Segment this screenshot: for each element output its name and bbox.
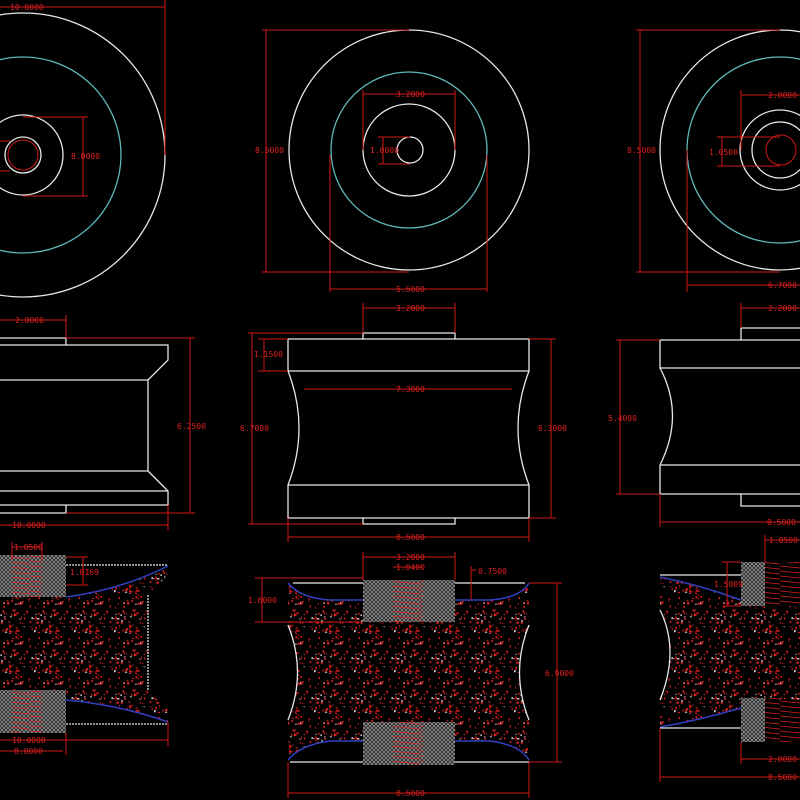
dim-width: 10.0000 — [12, 736, 46, 745]
dim-insert: 2.0000 — [768, 755, 797, 764]
dim-thread: 1.0500 — [14, 543, 43, 552]
dim-hub: 3.2000 — [396, 304, 425, 313]
dim-hub: 3.2000 — [396, 90, 425, 99]
section-fill — [660, 577, 800, 727]
dim-height: 8.5000 — [255, 146, 284, 155]
dim-hub: 8.0000 — [71, 152, 100, 161]
section-view-right: 1.0500 1.5009 2.0000 8.5000 — [659, 535, 800, 782]
dim-flange: 1.1500 — [254, 350, 283, 359]
dim-height: 6.3000 — [538, 424, 567, 433]
bore-circle — [4, 136, 42, 174]
section-fill — [288, 583, 529, 760]
dim-height: 6.9000 — [545, 669, 574, 678]
bore-red-circle — [7, 139, 39, 171]
dim-recess: 0.7500 — [478, 567, 507, 576]
dim-width: 8.5000 — [767, 518, 796, 527]
dim-overall: 10.0000 — [10, 3, 44, 12]
dim-width: 8.5000 — [396, 533, 425, 542]
dim-bore: 1.0500 — [709, 148, 738, 157]
hub-circle — [0, 114, 64, 196]
side-view-right: 2.2000 5.4000 8.5000 — [608, 303, 800, 527]
dim-width: 8.5000 — [768, 773, 797, 782]
dim-insert: 8.0000 — [14, 747, 43, 756]
dim-tread: 6.7000 — [768, 281, 797, 290]
dim-hub: 2.0000 — [15, 316, 44, 325]
dim-depth: 1.0169 — [70, 568, 99, 577]
dim-height: 5.4000 — [608, 414, 637, 423]
dim-tread: 5.5000 — [396, 285, 425, 294]
dim-waist: 7.3000 — [396, 385, 425, 394]
dim-bore: 1.0000 — [370, 146, 399, 155]
top-view-right: 8.5000 2.0000 1.0500 6.7000 — [627, 29, 800, 292]
dim-height: 8.5000 — [627, 146, 656, 155]
top-view-left: 10.0000 8.0000 — [0, 0, 166, 298]
side-view-left: 2.0000 6.2500 10.0000 — [0, 315, 206, 530]
section-view-center: 3.2000 1.0400 0.7500 1.6000 6.9000 8.500… — [248, 552, 574, 798]
dim-hub: 3.2000 — [396, 553, 425, 562]
dim-overall-height: 6.7000 — [240, 424, 269, 433]
tread-circle — [0, 56, 122, 254]
section-view-left: 1.0500 1.0169 10.0000 8.0000 — [0, 542, 169, 756]
dimension-lines — [0, 0, 166, 197]
dim-thread: 1.0500 — [769, 536, 798, 545]
side-view-center: 3.2000 1.1500 7.3000 6.7000 6.3000 8.500… — [240, 303, 567, 542]
dim-height: 6.2500 — [177, 422, 206, 431]
dim-hub: 2.0000 — [768, 91, 797, 100]
insert-bottom — [741, 698, 765, 742]
dim-width: 8.5000 — [396, 789, 425, 798]
insert-top — [741, 562, 765, 606]
dim-insert-height: 1.6000 — [248, 596, 277, 605]
dim-hub: 2.2000 — [768, 304, 797, 313]
dim-width: 10.0000 — [12, 521, 46, 530]
section-fill — [0, 566, 168, 722]
top-view-center: 8.5000 3.2000 1.0000 5.5000 — [255, 29, 530, 294]
dim-depth: 1.5009 — [714, 580, 743, 589]
dim-thread: 1.0400 — [396, 563, 425, 572]
